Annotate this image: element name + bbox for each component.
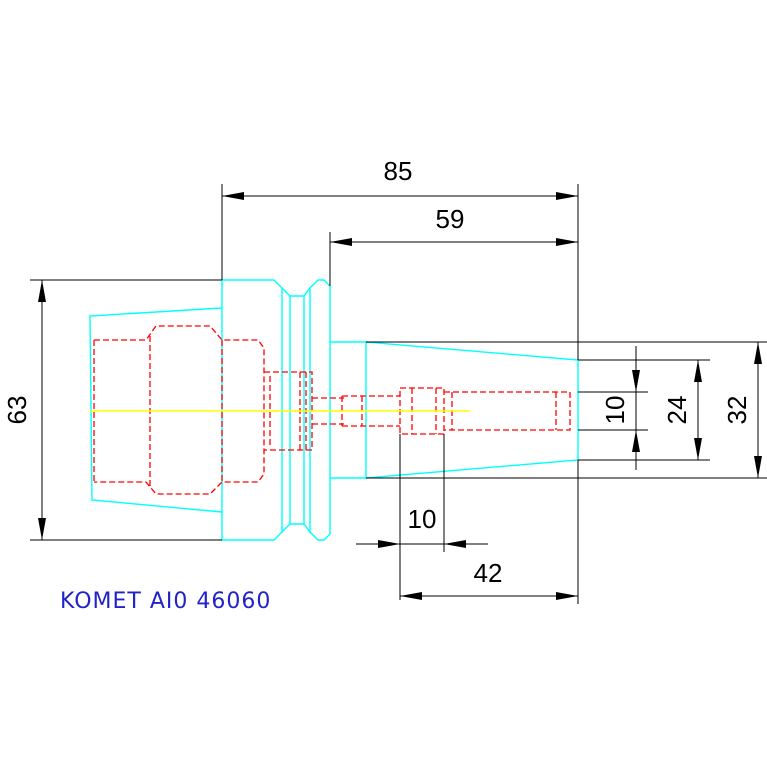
dim-shank-length: 59 <box>436 204 465 234</box>
dim-flange-diameter: 63 <box>2 396 32 425</box>
dim-overall-length: 85 <box>384 156 413 186</box>
dim-bore-small: 10 <box>600 396 630 425</box>
front-bore <box>341 395 400 427</box>
tool-outline <box>89 279 579 541</box>
taper-outline <box>89 307 223 513</box>
dim-bore-width: 10 <box>408 504 437 534</box>
hidden-lines <box>93 325 571 495</box>
dimension-texts: 85 59 63 10 24 32 10 42 <box>2 156 752 588</box>
groove-outline <box>281 285 311 535</box>
dim-bore-large: 32 <box>722 396 752 425</box>
bore-thread <box>444 391 571 431</box>
taper-cavity <box>94 325 265 495</box>
model-label: KOMET AI0 46060 <box>60 589 271 614</box>
shank-outline <box>330 341 579 479</box>
dim-bore-depth: 42 <box>474 558 503 588</box>
dim-bore-mid: 24 <box>662 396 692 425</box>
dimension-lines <box>30 184 767 604</box>
collar-outline <box>309 279 331 541</box>
flange-outline <box>221 279 283 541</box>
